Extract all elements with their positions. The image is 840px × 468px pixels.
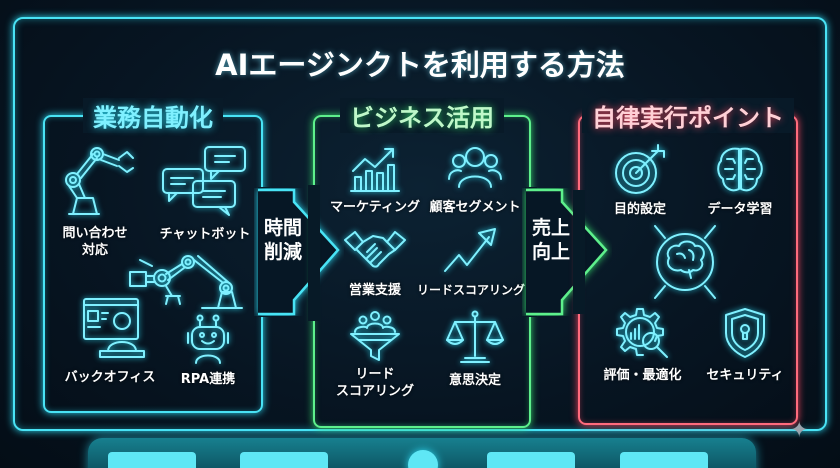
- item-inquiry-response: 問い合わせ 対応: [55, 142, 145, 259]
- section-business-automation: 業務自動化: [43, 98, 263, 413]
- dock-button-4[interactable]: [620, 452, 708, 468]
- arrow-right-icon: [258, 188, 340, 316]
- arrow-right-icon: [526, 188, 608, 316]
- outer-frame: [13, 17, 827, 431]
- item-lead-scoring-funnel: リード スコアリング: [325, 310, 425, 400]
- item-chatbot: チャットボット: [150, 143, 260, 243]
- item-label: RPA連携: [180, 372, 236, 387]
- item-lead-scoring-trend: リードスコアリング: [416, 225, 526, 299]
- funnel-people-icon: [350, 311, 400, 361]
- arrow-label-time-reduction: 時間 削減: [263, 217, 302, 263]
- section-gap: [573, 190, 585, 314]
- item-label: データ学習: [707, 202, 773, 217]
- section-gap: [308, 185, 320, 321]
- handshake-icon: [344, 231, 406, 268]
- item-decision-making: 意思決定: [425, 310, 525, 389]
- page-title: AIエージンクトを利用する方法: [215, 48, 625, 82]
- robot-face-icon: [187, 314, 229, 364]
- item-customer-segment: 顧客セグメント: [420, 143, 530, 216]
- chat-bubbles-icon: [162, 146, 246, 216]
- dock-center-button[interactable]: [408, 450, 438, 468]
- item-security: セキュリティ: [695, 305, 795, 384]
- gear-magnifier-icon: [615, 308, 668, 358]
- brain-icon: [717, 147, 763, 192]
- user-group-icon: [448, 147, 502, 188]
- item-evaluation-optimization: 評価・最適化: [590, 305, 695, 384]
- dock-button-2[interactable]: [240, 452, 328, 468]
- item-data-learning: データ学習: [690, 145, 790, 218]
- item-label: バックオフィス: [64, 370, 156, 385]
- section-title: 業務自動化: [83, 98, 223, 133]
- item-sales-support: 営業支援: [325, 228, 425, 299]
- section-autonomous-execution: 自律実行ポイント: [578, 98, 798, 425]
- section-title: ビジネス活用: [340, 98, 504, 133]
- robot-arm-icon: [65, 147, 134, 215]
- trend-arrow-icon: [444, 228, 496, 272]
- item-label: マーケティング: [330, 200, 420, 215]
- item-label: 問い合わせ: [62, 226, 128, 241]
- item-back-office: バックオフィス: [55, 295, 165, 386]
- item-label: スコアリング: [335, 384, 414, 399]
- dock-button-1[interactable]: [108, 452, 196, 468]
- office-worker-icon: [83, 298, 145, 358]
- item-label: 営業支援: [348, 283, 401, 298]
- item-goal-setting: 目的設定: [590, 144, 690, 218]
- item-marketing: マーケティング: [325, 143, 425, 216]
- item-central-brain: [645, 222, 725, 302]
- shield-lock-icon: [725, 308, 765, 358]
- item-label: リードスコアリング: [416, 283, 525, 297]
- item-label: 対応: [81, 243, 108, 258]
- item-label: チャットボット: [159, 227, 251, 242]
- item-label: 評価・最適化: [603, 368, 682, 383]
- item-label: 意思決定: [448, 373, 501, 388]
- bar-chart-growth-icon: [350, 148, 400, 192]
- item-robot-arm-decoration: [122, 252, 247, 317]
- item-rpa-integration: RPA連携: [168, 314, 248, 388]
- item-label: 顧客セグメント: [429, 200, 521, 215]
- scales-icon: [446, 310, 504, 363]
- arrow-label-sales-increase: 売上 向上: [531, 217, 570, 263]
- brain-circle-icon: [654, 225, 716, 299]
- item-label: リード: [355, 367, 395, 382]
- dock-button-3[interactable]: [487, 452, 575, 468]
- item-label: 目的設定: [613, 202, 666, 217]
- target-icon: [615, 144, 665, 194]
- section-title: 自律実行ポイント: [582, 98, 794, 133]
- robot-arm-gripper-icon: [129, 255, 243, 309]
- item-label: セキュリティ: [706, 368, 784, 383]
- sparkle-icon: ✦: [790, 418, 809, 443]
